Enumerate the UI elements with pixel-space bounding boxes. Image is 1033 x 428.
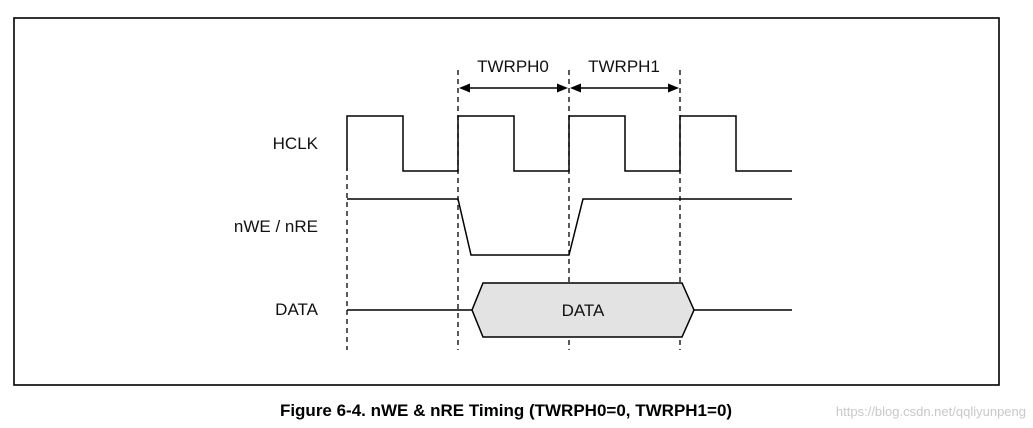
diagram-border [13, 17, 1000, 386]
hclk-label: HCLK [273, 134, 319, 153]
nwe-nre-waveform [347, 198, 792, 256]
figure-caption: Figure 6-4. nWE & nRE Timing (TWRPH0=0, … [280, 401, 732, 420]
twrph0-arrow [459, 83, 568, 93]
twrph1-label: TWRPH1 [588, 57, 660, 76]
watermark: https://blog.csdn.net/qqliyunpeng [836, 404, 1026, 419]
data-bus [347, 282, 792, 338]
hclk-waveform [346, 115, 792, 172]
twrph0-label: TWRPH0 [477, 57, 549, 76]
nwe-nre-label: nWE / nRE [234, 217, 318, 236]
twrph1-arrow [570, 83, 679, 93]
data-label: DATA [275, 300, 318, 319]
data-bus-label: DATA [562, 301, 605, 320]
